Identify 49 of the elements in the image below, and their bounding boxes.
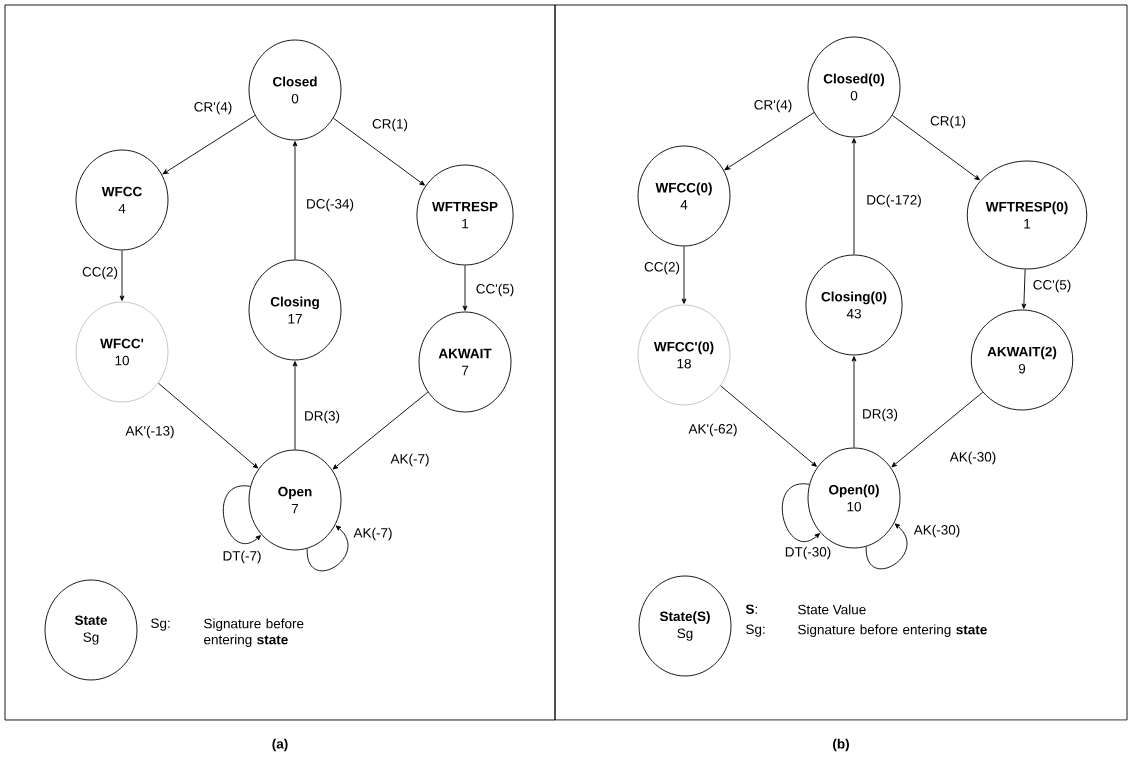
edge-label: DC(-34) <box>305 197 355 213</box>
panel-caption: (b) <box>833 738 849 752</box>
edge-label: AK'(-62) <box>687 422 739 438</box>
loop-arrow <box>222 485 261 544</box>
edge-label: AK'(-13) <box>124 424 176 440</box>
arrow <box>332 391 429 470</box>
arrow <box>851 138 857 255</box>
edge-label: AK(-30) <box>948 450 998 466</box>
edge-label: DR(3) <box>861 407 899 423</box>
arrow <box>724 112 815 171</box>
arrow <box>891 114 980 181</box>
edge-label: DC(-172) <box>865 193 923 209</box>
edge-label: CR'(4) <box>192 100 234 116</box>
arrow <box>162 115 256 175</box>
key-text: State Value <box>798 604 866 615</box>
edge-label: CC(2) <box>643 260 681 276</box>
edge-label: AK(-30) <box>912 523 962 539</box>
edge-label: CR(1) <box>371 117 409 133</box>
edge-label: AK(-7) <box>352 526 394 542</box>
key-text: Signature before entering state <box>798 624 987 638</box>
edge-label: CC'(5) <box>1031 278 1073 294</box>
key-text: Signature before entering state <box>204 618 304 648</box>
loop-arrow <box>865 523 908 570</box>
edge-label: DT(-7) <box>221 549 263 565</box>
panel-frame <box>4 4 556 721</box>
edge-label: DR(3) <box>303 409 341 425</box>
panel-caption: (a) <box>272 738 288 752</box>
arrow <box>1021 268 1027 309</box>
arrow <box>891 391 984 468</box>
arrow <box>119 250 125 301</box>
loop-arrow <box>306 525 349 572</box>
arrow <box>158 382 259 469</box>
arrow <box>851 356 857 448</box>
loop-arrow <box>781 483 820 542</box>
edge-label: CR'(4) <box>752 98 794 114</box>
arrow <box>462 265 468 311</box>
key-text: Sg: <box>746 624 765 637</box>
arrow <box>333 117 425 186</box>
key-text: S: <box>745 604 757 614</box>
edge-label: CR(1) <box>929 114 967 130</box>
arrow <box>292 141 298 260</box>
edge-label: AK(-7) <box>389 452 431 468</box>
edge-label: CC(2) <box>81 265 119 281</box>
key-text: Sg: <box>151 618 170 631</box>
arrow <box>720 385 817 467</box>
edge-label: CC'(5) <box>474 282 516 298</box>
arrow <box>681 246 687 304</box>
panel-frame <box>554 4 1128 721</box>
arrow <box>292 361 298 450</box>
